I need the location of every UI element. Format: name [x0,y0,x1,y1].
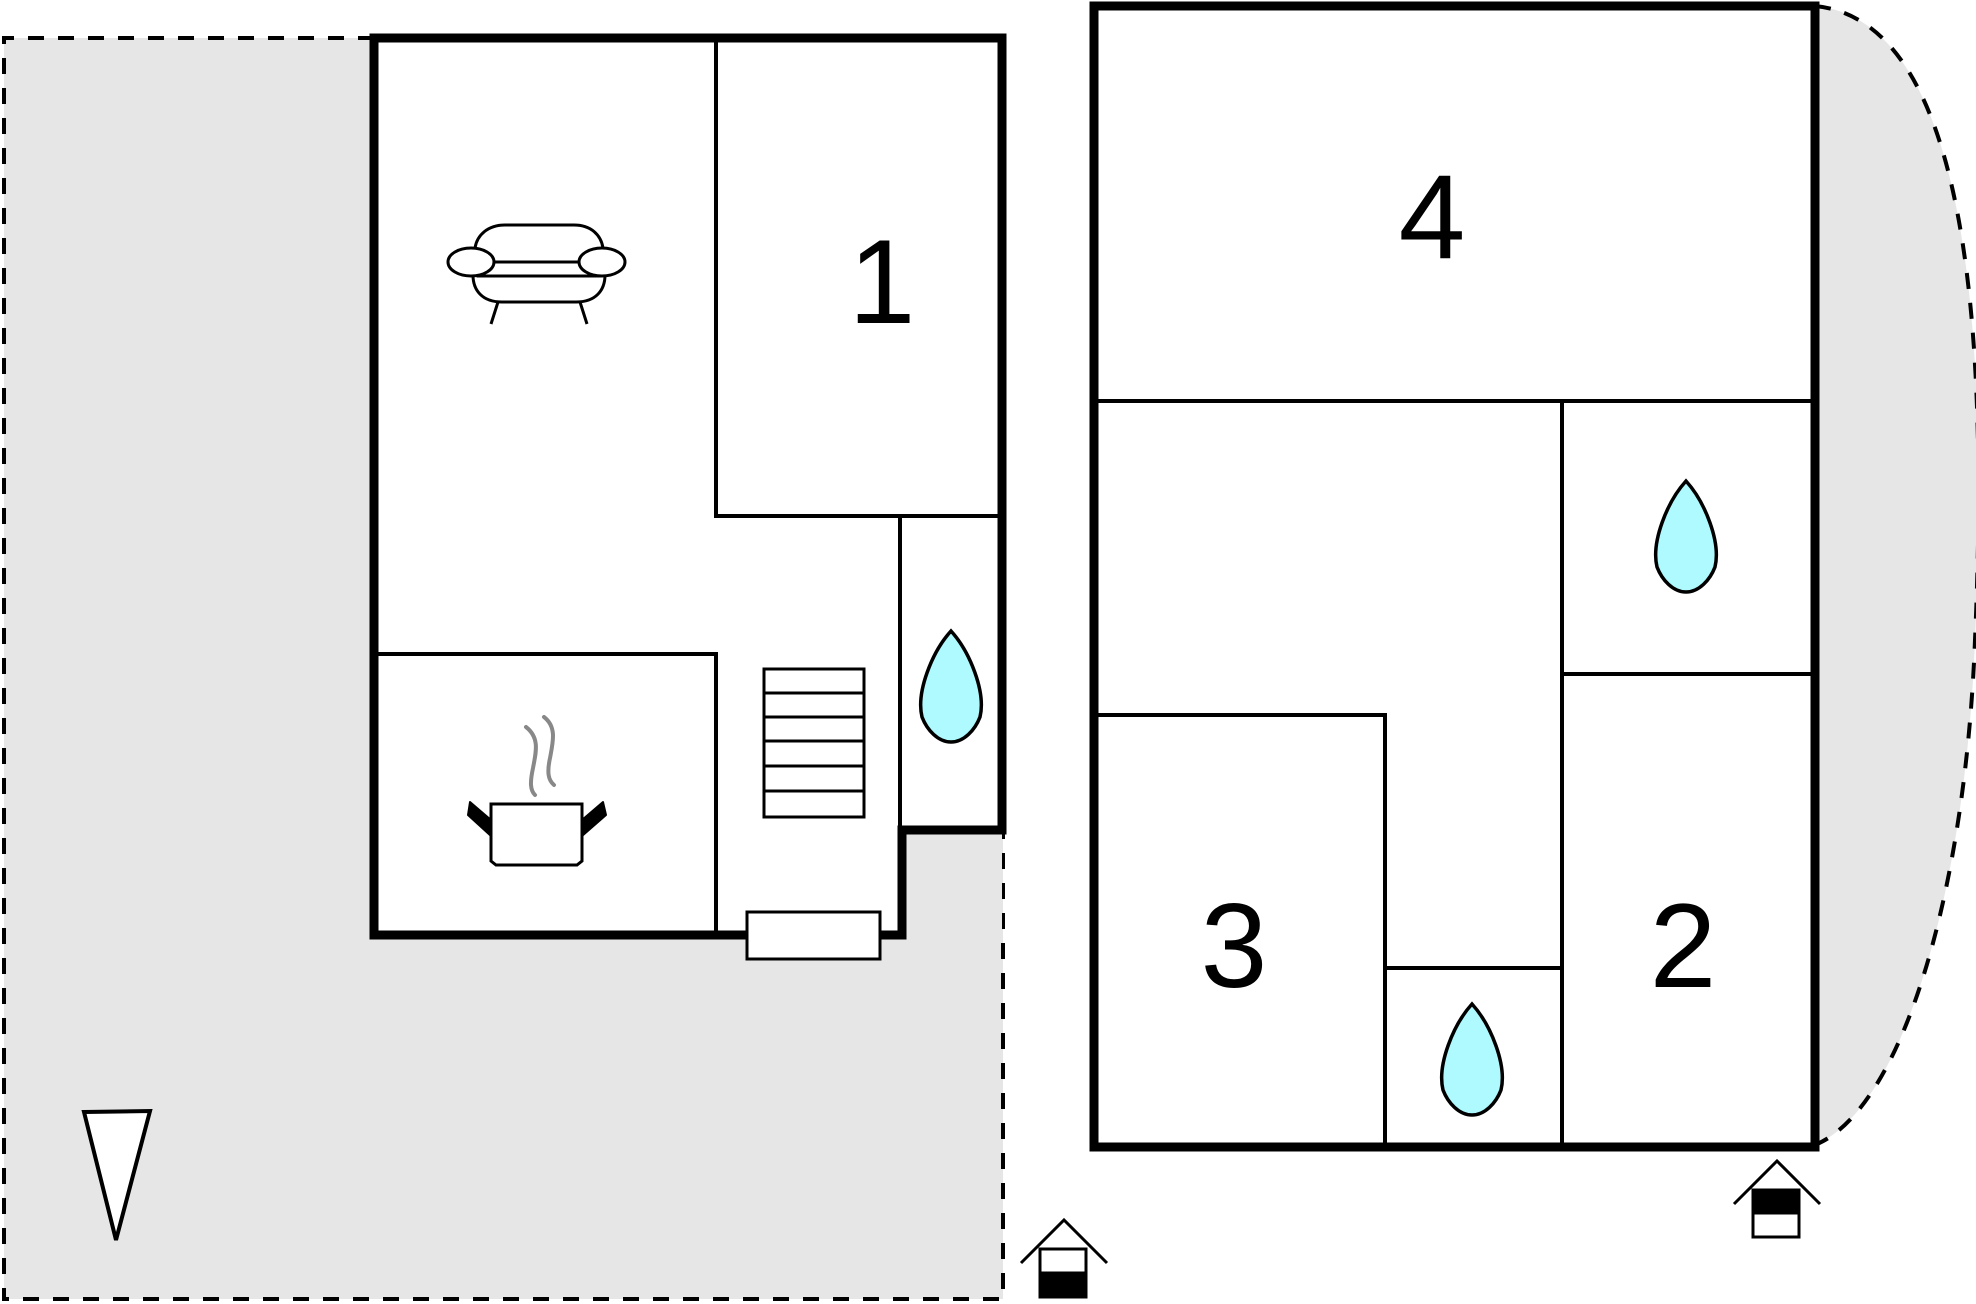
north-arrow-icon [81,1108,153,1241]
left-building [369,33,1007,961]
water-drop-icon [1654,478,1718,594]
room-label-2: 2 [1650,879,1717,1013]
room-label-3: 3 [1201,879,1268,1013]
room-label-1: 1 [849,215,916,349]
cooking-pot-icon [467,715,607,867]
staircase-icon [762,667,866,819]
entrance-door [745,910,882,961]
water-drop-icon [919,628,983,744]
right-terrace [1814,4,1976,1147]
room-label-4: 4 [1399,150,1466,284]
sofa-icon [446,223,627,325]
water-drop-icon [1440,1001,1504,1117]
left-terrace [2,36,1005,1301]
entrance-house-icon [1732,1158,1822,1239]
entrance-house-icon [1019,1217,1109,1299]
